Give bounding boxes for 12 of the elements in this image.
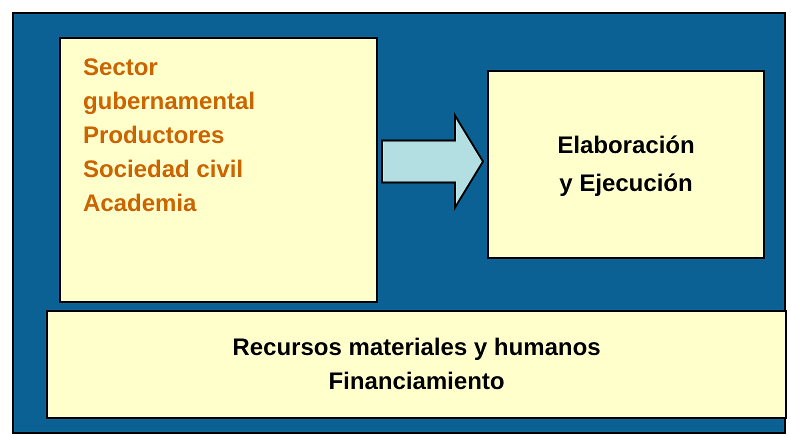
text-box xyxy=(487,70,765,259)
block-arrow xyxy=(381,112,484,212)
list-item: Sector gubernamental xyxy=(83,53,256,117)
list-item: Academia xyxy=(83,189,198,219)
text-box xyxy=(59,37,378,303)
list-item: Sociedad civil xyxy=(83,155,244,185)
box-label: Elaboración y Ejecución xyxy=(557,130,695,198)
text-box xyxy=(46,310,787,419)
box-label: Recursos materiales y humanos xyxy=(232,332,601,362)
box-label: Financiamiento xyxy=(328,366,505,396)
list-item: Productores xyxy=(83,121,226,151)
panel-background xyxy=(12,12,786,434)
